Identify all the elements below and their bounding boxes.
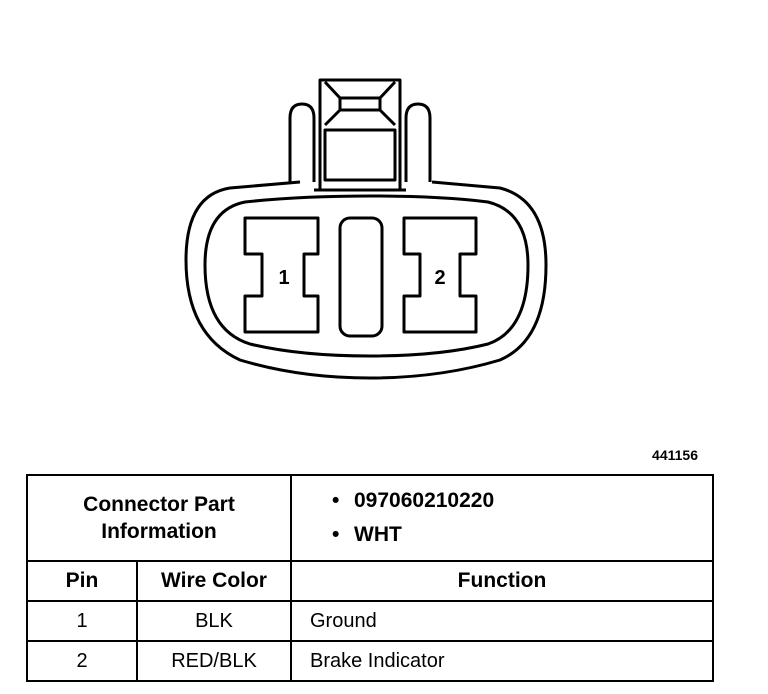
connector-face-diagram: 1 2 (184, 78, 548, 380)
table-row: 1 BLK Ground (26, 600, 714, 642)
cell-function: Ground (290, 600, 714, 642)
connector-inner-face (203, 194, 530, 358)
connector-info-table: Connector Part Information •097060210220… (26, 474, 714, 682)
cell-pin: 1 (26, 600, 138, 642)
pin-1-label: 1 (278, 267, 289, 289)
figure-id: 441156 (652, 447, 698, 463)
part-info-label-line2: Information (101, 520, 217, 543)
cell-function: Brake Indicator (290, 640, 714, 682)
cell-pin: 2 (26, 640, 138, 682)
connector-left-ear (288, 102, 316, 182)
connector-right-ear (404, 102, 432, 182)
pin-1-cavity (243, 216, 320, 334)
cell-wire-color: RED/BLK (136, 640, 292, 682)
connector-outer-housing (184, 180, 548, 380)
part-number: •097060210220 (332, 489, 495, 512)
header-function: Function (290, 560, 714, 602)
cell-wire-color: BLK (136, 600, 292, 642)
table-row: 2 RED/BLK Brake Indicator (26, 640, 714, 682)
part-info-row: Connector Part Information •097060210220… (26, 474, 714, 562)
pin-2-label: 2 (434, 267, 445, 289)
connector-center-key (338, 216, 384, 338)
table-header-row: Pin Wire Color Function (26, 560, 714, 602)
part-info-label-line1: Connector Part (83, 493, 235, 516)
part-info-values: •097060210220 •WHT (290, 474, 714, 562)
part-info-label: Connector Part Information (26, 474, 292, 562)
header-wire-color: Wire Color (136, 560, 292, 602)
housing-color: •WHT (332, 523, 402, 546)
header-pin: Pin (26, 560, 138, 602)
pin-2-cavity (402, 216, 478, 334)
